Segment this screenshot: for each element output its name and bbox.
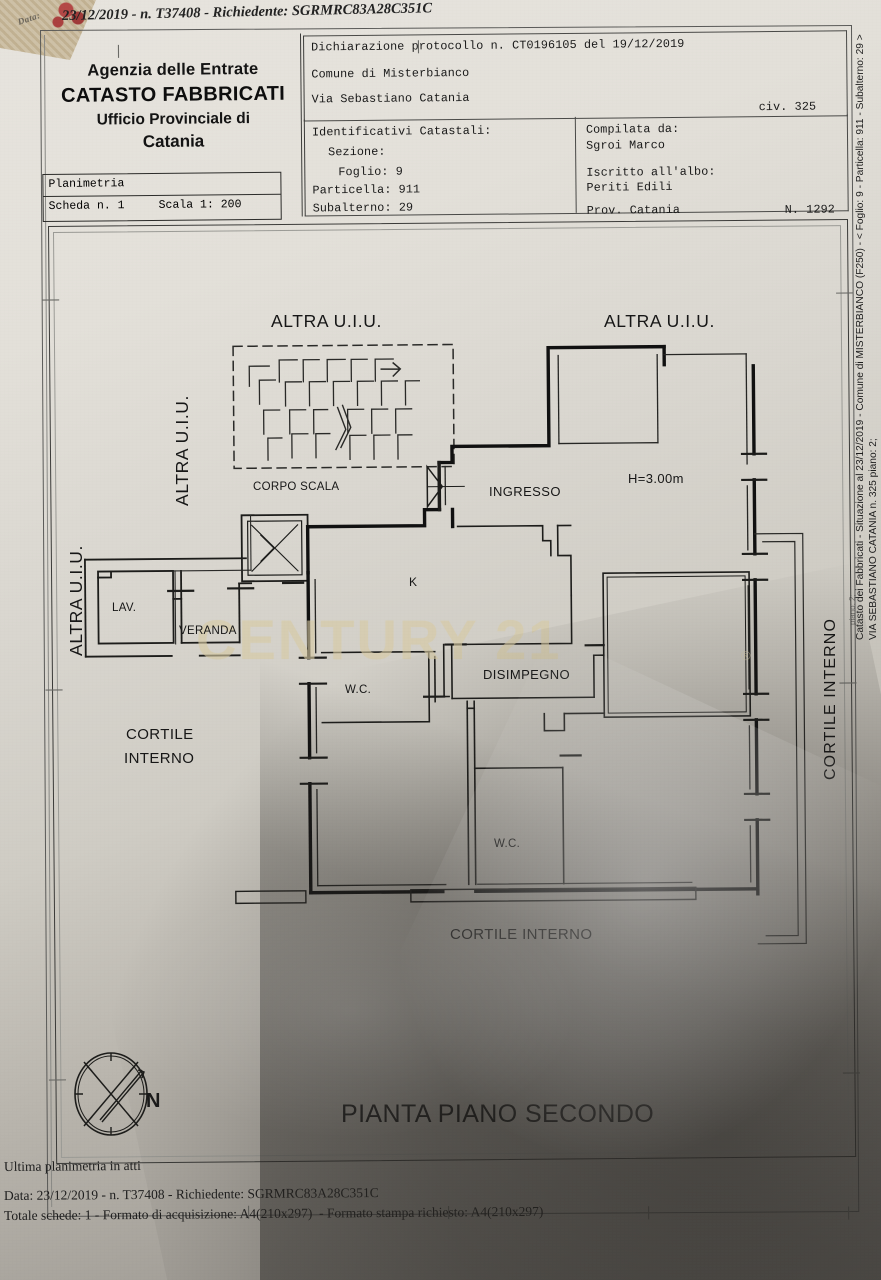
label-altra-uiu-top-left: ALTRA U.I.U.: [271, 311, 382, 331]
label-lavanderia: LAV.: [112, 602, 137, 614]
compiler-number: N. 1292: [784, 202, 836, 217]
label-cortile-right: CORTILE INTERNO: [822, 618, 839, 780]
agency-line-1: Agenzia delle Entrate: [87, 59, 259, 80]
header-info-cell: Dichiarazione protocollo n. CT0196105 de…: [303, 26, 850, 218]
label-veranda: VERANDA: [179, 625, 237, 637]
plan-title: PIANTA PIANO SECONDO: [341, 1100, 655, 1128]
label-cortile-bottom: CORTILE INTERNO: [450, 926, 593, 943]
compass-north-label: N: [146, 1090, 161, 1112]
side-strip-line-1: Catasto dei Fabbricati - Situazione al 2…: [855, 34, 866, 640]
planimetria-label: Planimetria: [48, 177, 125, 191]
scala-label: Scala 1: 200: [158, 198, 242, 212]
label-cortile-left-line2: INTERNO: [124, 750, 195, 767]
agency-line-3: Ufficio Provinciale di: [96, 110, 251, 129]
identifiers-particella: Particella: 911: [312, 182, 421, 198]
label-height-note: H=3.00m: [628, 471, 684, 486]
agency-title-block: Agenzia delle Entrate CATASTO FABBRICATI…: [45, 60, 301, 153]
meta-bottom-line-1: Ultima planimetria in atti: [3, 1157, 141, 1174]
planimetria-divider: [43, 193, 281, 198]
declaration-comune: Comune di Misterbianco: [311, 65, 470, 82]
label-wc-lower: W.C.: [494, 838, 521, 850]
side-strip-faint: piano: 2;: [848, 594, 857, 625]
label-altra-uiu-top-right: ALTRA U.I.U.: [604, 311, 715, 331]
drawing-frame-inner: [53, 225, 850, 1158]
label-altra-uiu-left-upper: ALTRA U.I.U.: [172, 395, 192, 506]
identifiers-subalterno: Subalterno: 29: [312, 200, 414, 216]
compiler-label: Compilata da:: [585, 121, 680, 137]
declaration-via: Via Sebastiano Catania: [311, 90, 470, 107]
compass-rose-icon: [74, 1052, 148, 1136]
identifiers-foglio: Foglio: 9: [338, 164, 404, 180]
header-agency-cell: Agenzia delle Entrate CATASTO FABBRICATI…: [42, 33, 303, 223]
label-disimpegno: DISIMPEGNO: [483, 667, 571, 682]
side-strip-text: Catasto dei Fabbricati - Situazione al 2…: [855, 34, 880, 640]
compiler-register-value: Periti Edili: [586, 179, 673, 195]
declaration-civico: civ. 325: [758, 99, 817, 115]
label-corpo-scala: CORPO SCALA: [253, 481, 340, 493]
agency-line-4: Catania: [142, 131, 205, 152]
watermark-registered-mark: ®: [741, 648, 751, 663]
header-table: Agenzia delle Entrate CATASTO FABBRICATI…: [42, 26, 850, 223]
agency-line-2: CATASTO FABBRICATI: [61, 82, 286, 107]
compiler-register-label: Iscritto all'albo:: [586, 164, 716, 180]
label-altra-uiu-left-lower: ALTRA U.I.U.: [66, 545, 86, 656]
side-strip-line-2: VIA SEBASTIANO CATANIA n. 325 piano: 2;: [867, 438, 879, 640]
meta-bottom-line-2: Data: 23/12/2019 - n. T37408 - Richieden…: [3, 1185, 379, 1203]
compiler-name: Sgroi Marco: [586, 138, 666, 153]
identifiers-sezione: Sezione:: [328, 144, 386, 160]
label-kitchen: K: [409, 575, 418, 589]
label-cortile-left-line1: CORTILE: [126, 726, 194, 743]
watermark-century21: CENTURY 21: [196, 608, 562, 671]
scheda-label: Scheda n. 1: [48, 199, 125, 213]
identifiers-title: Identificativi Catastali:: [311, 123, 492, 140]
label-wc-upper: W.C.: [345, 684, 372, 696]
planimetria-box: Planimetria Scheda n. 1 Scala 1: 200: [42, 171, 282, 223]
compiler-prov: Prov. Catania: [586, 202, 681, 218]
label-ingresso: INGRESSO: [489, 484, 561, 499]
